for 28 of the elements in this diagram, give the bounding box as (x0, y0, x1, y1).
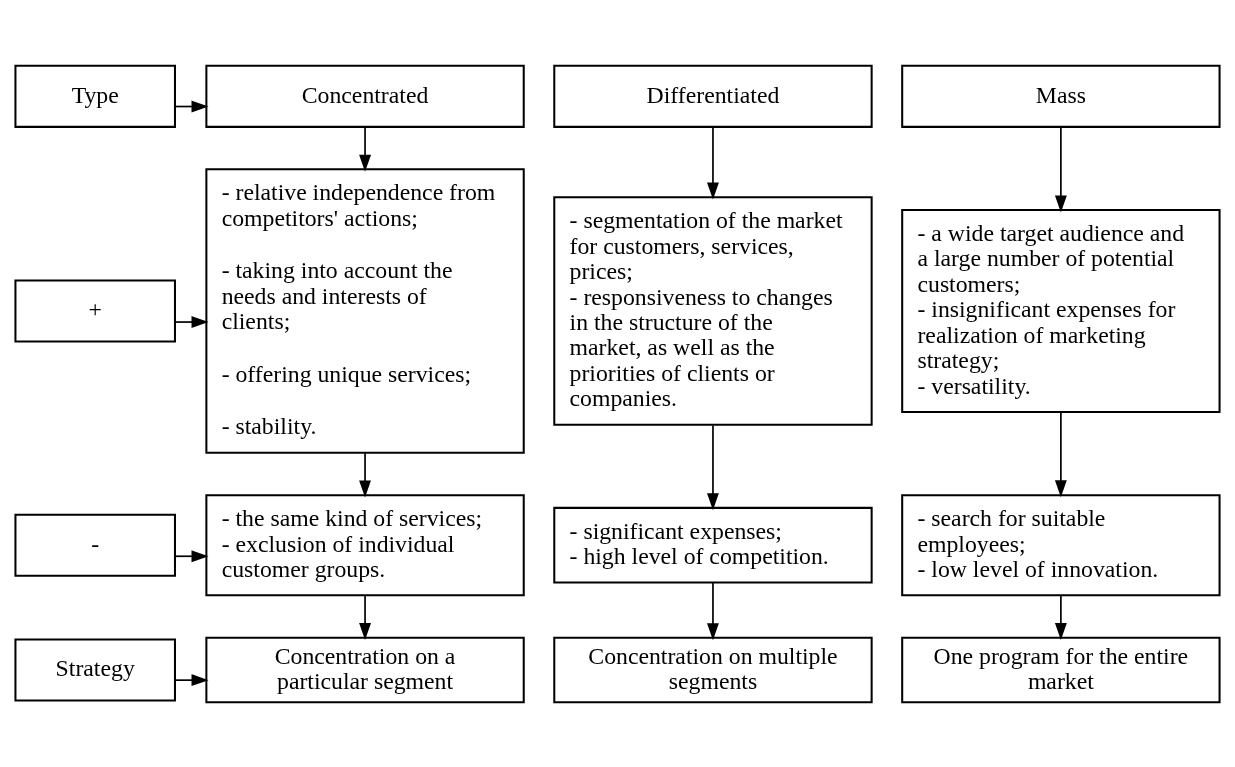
node-box: Concentration on multiple segments (553, 636, 873, 703)
node-box: - significant expenses; - high level of competition. (553, 506, 873, 584)
node-box: - segmentation of the market for customers, services, prices; - responsiveness to changes in the structure of the market, as well as the priorities of clients or companies. (553, 195, 873, 426)
arrow (1054, 411, 1067, 497)
arrow (707, 424, 719, 510)
node-box: + (14, 278, 176, 343)
arrow (359, 451, 371, 497)
arrow (174, 549, 209, 562)
node-box: - (14, 513, 176, 577)
node-box: Concentrated (205, 64, 525, 128)
node-box: Type (14, 64, 176, 128)
node-box: - relative independence from competitors' actions; - taking into account the needs and interests of clients; - offering unique services; - stability. (205, 167, 525, 454)
node-box: - the same kind of services; - exclusion of individual customer groups. (205, 493, 525, 596)
arrow (1054, 594, 1067, 640)
arrow (1054, 125, 1067, 212)
node-box: Concentration on a particular segment (205, 636, 525, 703)
node-box: One program for the entire market (901, 636, 1221, 703)
node-box: Differentiated (553, 64, 873, 128)
node-box: - a wide target audience and a large number of potential customers; - insignificant expenses for realization of marketing strategy; - versatility. (901, 208, 1221, 413)
arrow (174, 315, 209, 328)
node-box: Mass (901, 64, 1221, 128)
arrow (174, 673, 209, 686)
node-box: Strategy (14, 637, 176, 702)
node-box: - search for suitable employees; - low level of innovation. (901, 493, 1221, 596)
arrow (707, 581, 719, 640)
arrow (359, 125, 371, 172)
arrow (359, 594, 371, 640)
arrow (707, 125, 719, 200)
